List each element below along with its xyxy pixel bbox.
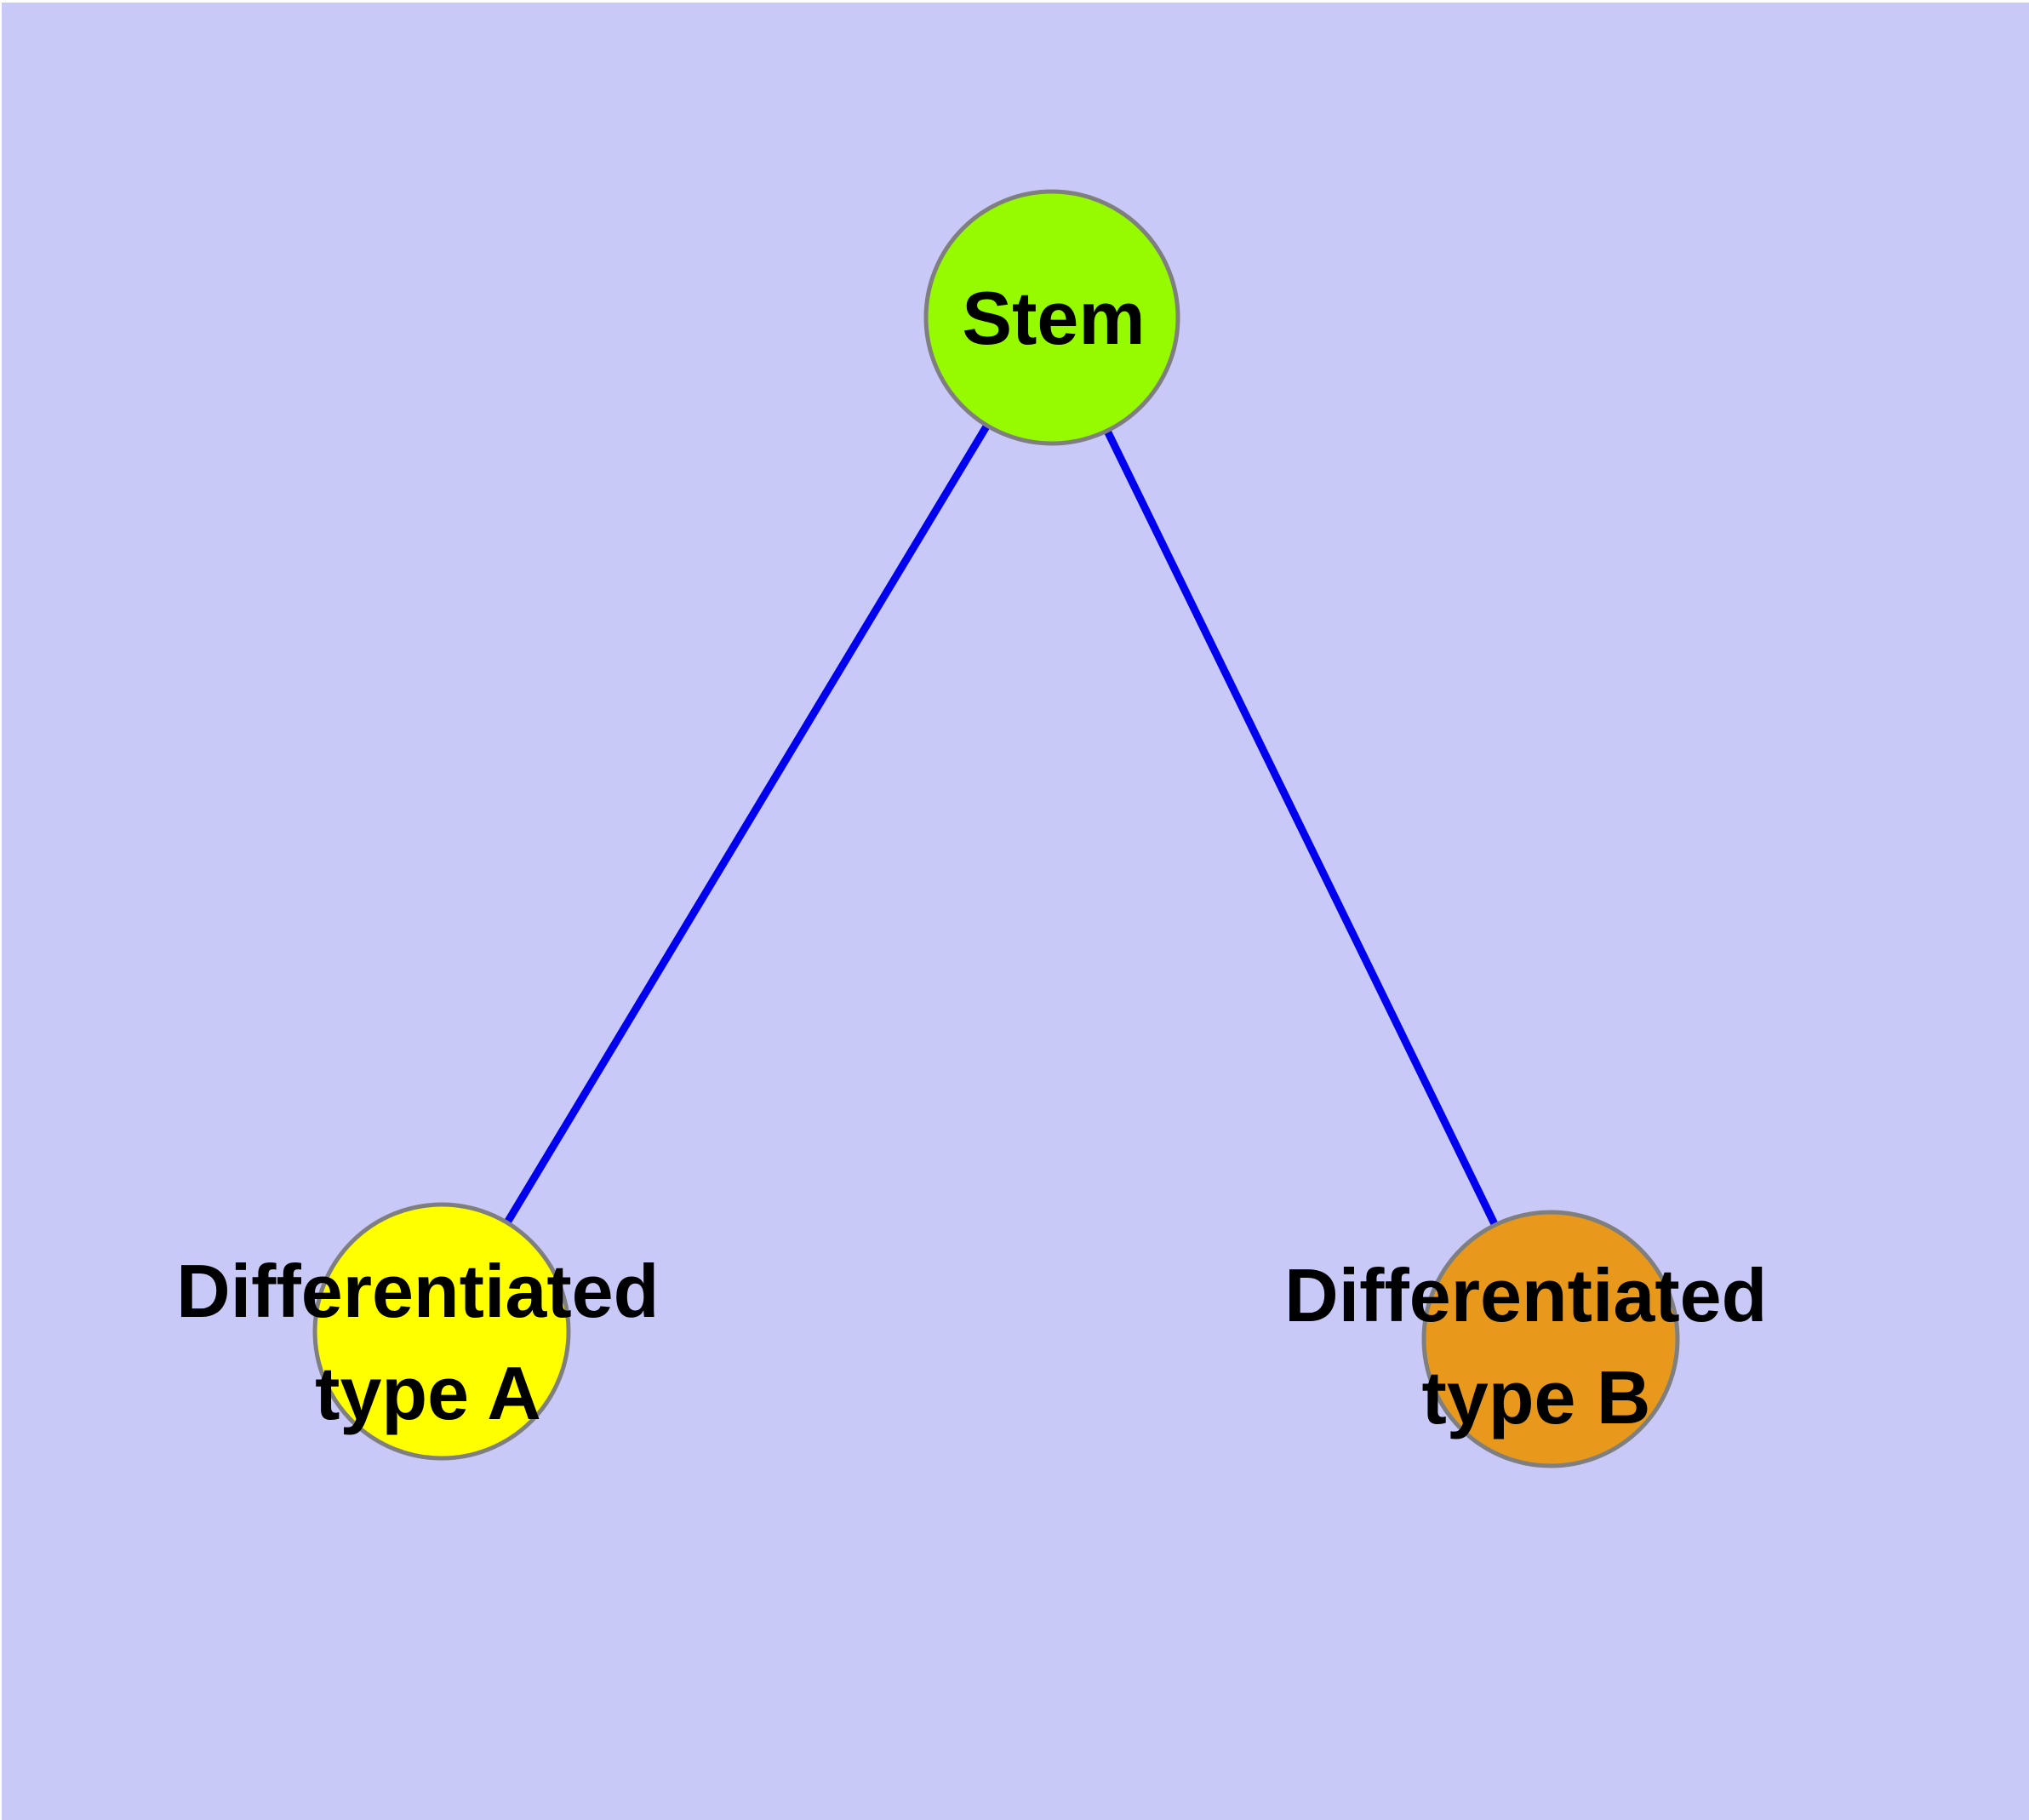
node-type-b-label-line1: Differentiated	[1284, 1253, 1767, 1337]
node-stem	[923, 189, 1180, 446]
node-type-b-label-line2: type B	[1422, 1355, 1651, 1439]
edge-stem-to-type-a	[438, 315, 1055, 1334]
node-type-b-label: Differentiated type B	[1284, 1253, 1788, 1439]
node-type-a-label: Differentiated type A	[176, 1249, 680, 1435]
node-type-a	[312, 1202, 571, 1461]
node-type-a-label-line2: type A	[315, 1351, 541, 1435]
node-type-b	[1421, 1210, 1680, 1468]
node-stem-label-text: Stem	[962, 276, 1145, 360]
node-stem-label: Stem	[962, 276, 1145, 360]
node-type-a-label-line1: Differentiated	[176, 1249, 659, 1333]
edge-stem-to-type-b	[1048, 316, 1555, 1341]
